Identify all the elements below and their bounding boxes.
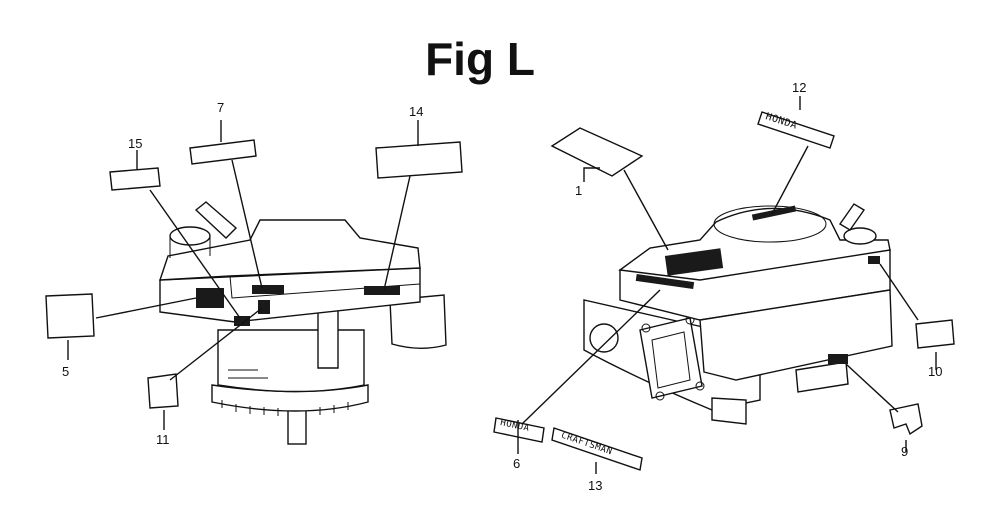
callout-11: 11 [156, 432, 170, 447]
right-leader-lines [517, 96, 937, 474]
right-decal-patch-9 [828, 354, 848, 364]
right-fuel-cap [843, 227, 877, 245]
left-decal-patch-11 [258, 300, 270, 314]
decal-6 [493, 417, 545, 443]
right-base-foot [711, 397, 747, 425]
decal-5 [45, 293, 95, 339]
callout-12: 12 [792, 80, 807, 95]
right-engine [583, 203, 893, 425]
left-crankcase [217, 329, 365, 393]
right-oil-fill [838, 203, 866, 231]
right-decal-patch-10 [868, 256, 880, 264]
left-shroud-top [159, 219, 421, 281]
right-lower-bracket [795, 361, 849, 393]
right-decal-patch-12 [751, 205, 797, 221]
left-decal-patch-5 [196, 288, 224, 308]
left-oil-cap [169, 226, 211, 246]
left-leader-lines [67, 120, 419, 430]
decal-15 [109, 167, 161, 191]
left-decal-patch-15 [234, 316, 250, 326]
decal-12 [757, 111, 835, 149]
callout-7: 7 [217, 100, 225, 115]
right-decal-patch-1 [664, 248, 724, 276]
decal-14 [375, 141, 463, 179]
callout-15: 15 [128, 136, 143, 151]
right-muffler [639, 317, 703, 399]
decal-13 [551, 427, 643, 471]
left-fuel-cap [194, 201, 238, 239]
callout-6: 6 [513, 456, 521, 471]
decal-1 [550, 127, 644, 177]
left-muffler [389, 294, 447, 349]
decal-7 [189, 139, 257, 165]
decal-10 [915, 319, 955, 349]
left-decal-patch-14 [364, 286, 400, 295]
left-decal-patch-7 [252, 285, 284, 294]
left-engine [159, 201, 447, 445]
callout-9: 9 [901, 444, 909, 459]
right-shroud-front [699, 289, 893, 381]
figure-title: Fig L [425, 33, 535, 85]
callout-10: 10 [928, 364, 943, 379]
callout-5: 5 [62, 364, 70, 379]
right-decal-patch-6 [635, 273, 695, 289]
callout-13: 13 [588, 478, 603, 493]
decal-11 [147, 373, 179, 409]
right-shaft-boss [589, 323, 619, 353]
callout-14: 14 [409, 104, 424, 119]
callout-1: 1 [575, 183, 583, 198]
